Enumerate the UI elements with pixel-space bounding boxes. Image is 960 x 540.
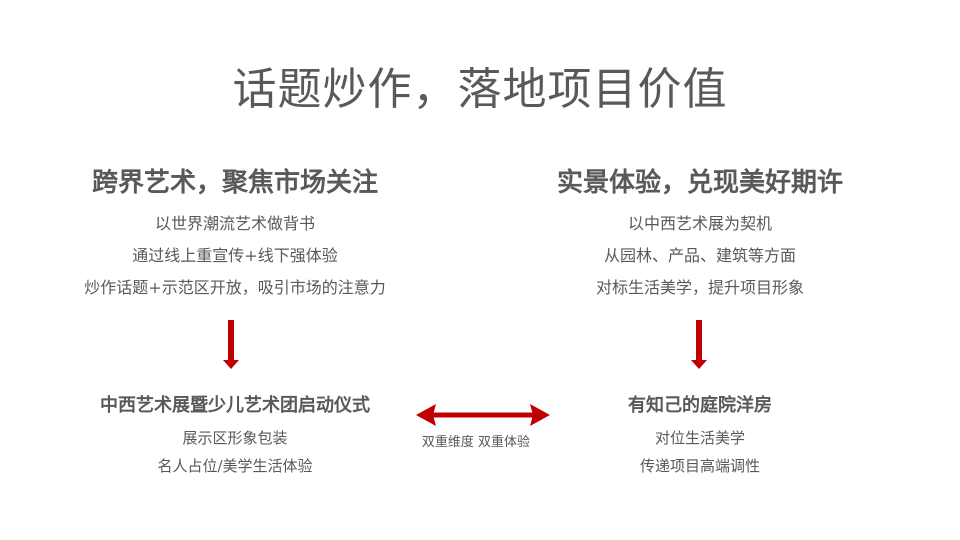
double-arrow-icon (416, 404, 550, 426)
left-heading: 跨界艺术，聚焦市场关注 (91, 168, 378, 198)
left-item-line-1: 展示区形象包装 (182, 429, 288, 447)
right-item-heading: 有知己的庭院洋房 (628, 395, 772, 416)
arrow-down-icon (691, 320, 707, 369)
right-item-line-1: 对位生活美学 (654, 429, 745, 447)
right-heading: 实景体验，兑现美好期许 (556, 168, 843, 198)
right-line-3: 对标生活美学，提升项目形象 (595, 278, 804, 297)
left-line-1: 以世界潮流艺术做背书 (154, 214, 315, 233)
left-item-heading: 中西艺术展暨少儿艺术团启动仪式 (100, 395, 370, 416)
left-line-2: 通过线上重宣传+线下强体验 (132, 246, 338, 265)
left-line-3: 炒作话题+示范区开放，吸引市场的注意力 (84, 278, 386, 297)
right-line-2: 从园林、产品、建筑等方面 (603, 246, 796, 265)
arrow-down-icon (223, 320, 239, 369)
connector-label: 双重维度 双重体验 (421, 435, 531, 450)
left-item-line-2: 名人占位/美学生活体验 (157, 457, 313, 475)
right-line-1: 以中西艺术展为契机 (627, 214, 772, 233)
page-title: 话题炒作，落地项目价值 (232, 64, 728, 115)
right-item-line-2: 传递项目高端调性 (639, 457, 760, 475)
